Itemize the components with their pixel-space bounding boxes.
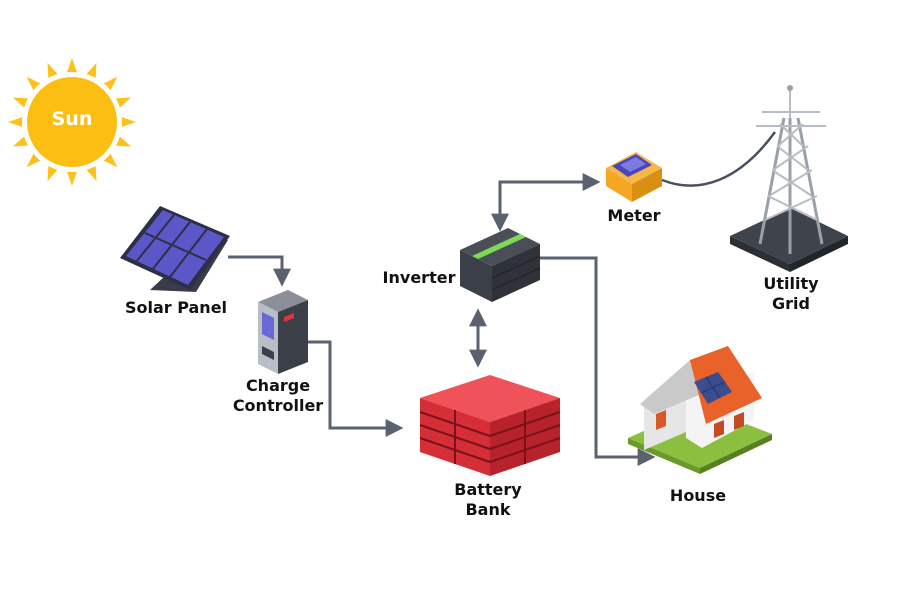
inverter-meter-arrow [491,173,601,232]
meter-icon [606,152,662,202]
meter-to-grid-cable [661,131,777,187]
sun-icon [8,58,136,186]
sun-ray [26,149,45,168]
house-icon [628,346,772,474]
sun-ray [99,149,118,168]
inverter-label: Inverter [382,268,456,287]
controller-to-battery-arrow [308,340,404,437]
sun-ray [65,58,79,77]
battery-bank-label: Battery Bank [454,480,522,519]
sun-ray [65,167,79,186]
sun-ray [8,115,27,129]
panel-to-controller-arrow [228,255,291,287]
sun-ray [26,76,45,95]
solar-panel-label: Solar Panel [124,298,228,317]
sun-ray [99,76,118,95]
utility-grid-tower-icon [730,85,848,272]
house-label: House [669,486,727,505]
sun-label: Sun [51,108,93,130]
inverter-to-house-arrow [540,256,656,466]
inverter-icon [460,228,541,302]
charge-controller-label: Charge Controller [232,376,324,415]
sun-ray [117,115,136,129]
solar-panel-icon [120,206,230,292]
battery-bank-icon [419,375,561,476]
connection-lines [228,131,777,466]
charge-controller-icon [258,290,308,374]
meter-label: Meter [607,206,661,225]
utility-grid-label: Utility Grid [763,274,819,313]
